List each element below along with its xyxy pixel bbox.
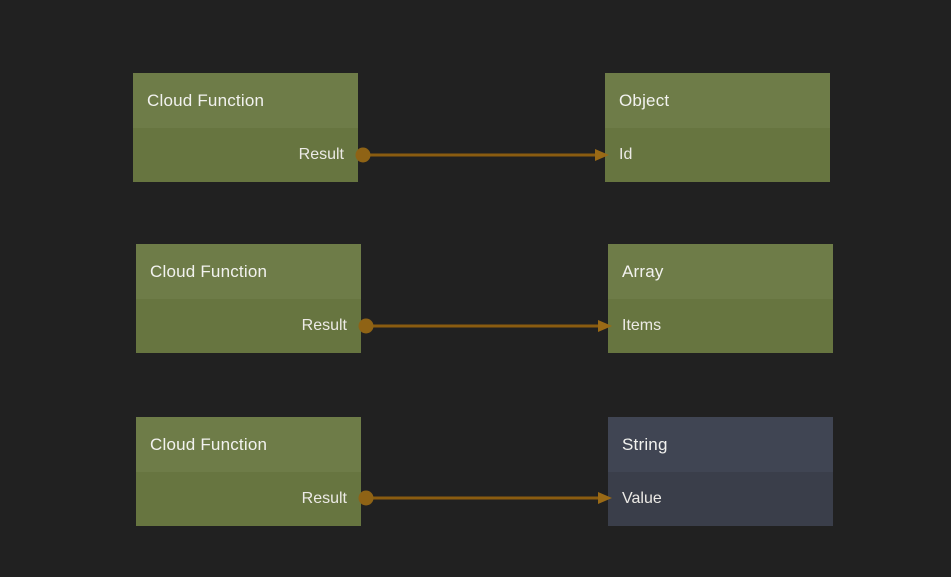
node-title: String (622, 434, 668, 454)
input-port-items[interactable]: Items (608, 317, 833, 335)
node-header[interactable]: Object (605, 73, 830, 128)
port-label: Result (301, 317, 347, 334)
node-header[interactable]: Array (608, 244, 833, 299)
node-object-1[interactable]: Object Id (605, 73, 830, 182)
node-title: Cloud Function (150, 261, 268, 281)
node-title: Array (622, 261, 664, 281)
node-body: Result (136, 472, 361, 526)
node-string-1[interactable]: String Value (608, 417, 833, 526)
port-label: Id (619, 146, 633, 163)
node-body: Id (605, 128, 830, 182)
port-label: Value (622, 490, 662, 507)
port-label: Result (298, 146, 344, 163)
node-header[interactable]: String (608, 417, 833, 472)
input-port-value[interactable]: Value (608, 490, 833, 508)
node-title: Object (619, 90, 670, 110)
output-port-result[interactable]: Result (133, 146, 358, 164)
port-label: Items (622, 317, 662, 334)
input-port-id[interactable]: Id (605, 146, 830, 164)
node-body: Items (608, 299, 833, 353)
port-label: Result (301, 490, 347, 507)
node-body: Value (608, 472, 833, 526)
node-cloud-function-1[interactable]: Cloud Function Result (133, 73, 358, 182)
output-port-result[interactable]: Result (136, 317, 361, 335)
output-port-result[interactable]: Result (136, 490, 361, 508)
node-array-1[interactable]: Array Items (608, 244, 833, 353)
node-body: Result (136, 299, 361, 353)
node-title: Cloud Function (150, 434, 268, 454)
node-cloud-function-2[interactable]: Cloud Function Result (136, 244, 361, 353)
node-header[interactable]: Cloud Function (133, 73, 358, 128)
node-cloud-function-3[interactable]: Cloud Function Result (136, 417, 361, 526)
node-title: Cloud Function (147, 90, 265, 110)
node-body: Result (133, 128, 358, 182)
node-header[interactable]: Cloud Function (136, 417, 361, 472)
node-header[interactable]: Cloud Function (136, 244, 361, 299)
